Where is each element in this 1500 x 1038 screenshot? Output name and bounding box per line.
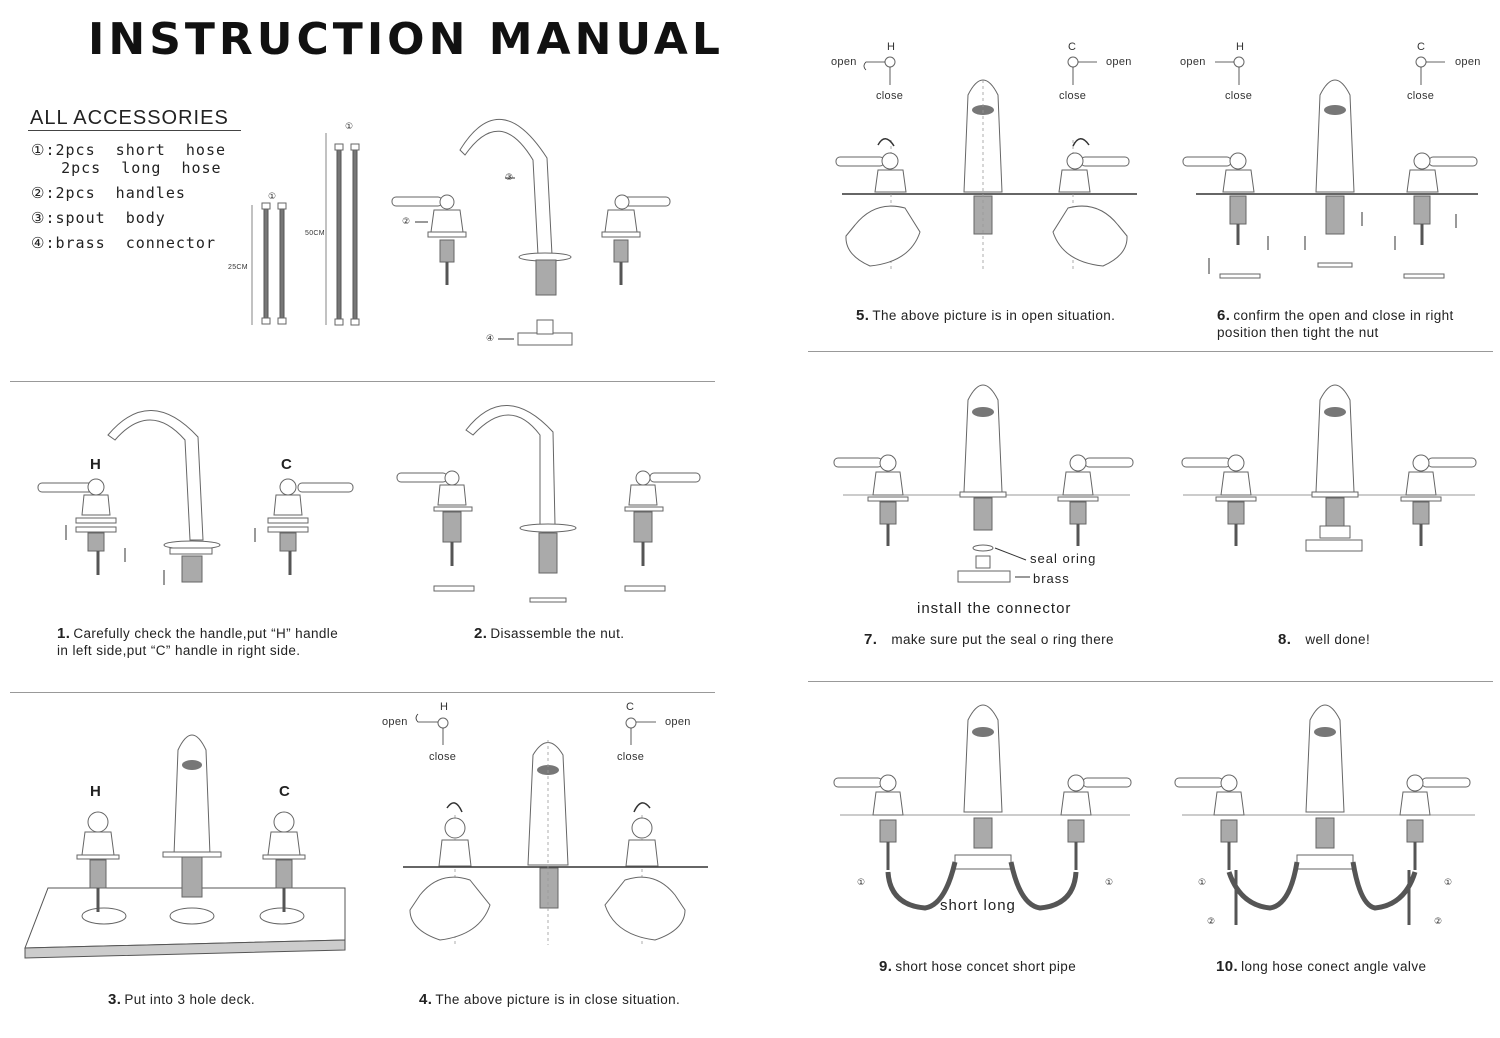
divider-right-2	[808, 681, 1493, 682]
accessories-list: ①:2pcs short hose 2pcs long hose ②:2pcs …	[31, 141, 226, 259]
accessory-item-hose: ①:2pcs short hose 2pcs long hose	[31, 141, 227, 177]
step-6-caption: 6.confirm the open and close in right po…	[1217, 307, 1477, 341]
label-step3-h: H	[90, 783, 101, 800]
label-step10-n1-right: ①	[1444, 877, 1453, 887]
label-step3-c: C	[279, 783, 290, 800]
step-10-number: 10.	[1216, 958, 1239, 975]
step-8-text: well done!	[1305, 632, 1371, 647]
handle-left	[391, 194, 467, 285]
label-brass: brass	[1033, 571, 1070, 586]
step-2-caption: 2.Disassemble the nut.	[474, 625, 624, 642]
label-step10-n2-left: ②	[1207, 916, 1216, 926]
step-6-text: confirm the open and close in right posi…	[1217, 308, 1454, 340]
step-10-caption: 10.long hose conect angle valve	[1216, 958, 1426, 975]
label-step6-c: C	[1417, 41, 1426, 53]
label-spout-num: ③	[505, 172, 514, 182]
step-3-number: 3.	[108, 991, 122, 1008]
spout-body	[459, 119, 553, 256]
label-step1-c: C	[281, 456, 292, 473]
label-step4-h: H	[440, 701, 449, 713]
step-7-number: 7.	[864, 631, 878, 648]
step-5-text: The above picture is in open situation.	[872, 308, 1116, 323]
label-step10-n1-left: ①	[1198, 877, 1207, 887]
label-length-50: 50CM	[305, 230, 325, 237]
accessory-item-spout: ③:spout body	[31, 209, 166, 227]
step-8-caption: 8. well done!	[1278, 631, 1370, 648]
label-step5-h: H	[887, 41, 896, 53]
label-short-long: short long	[940, 897, 1016, 914]
label-step6-h: H	[1236, 41, 1245, 53]
label-step1-h: H	[90, 456, 101, 473]
divider-left-2	[10, 692, 715, 693]
handle-right	[601, 194, 671, 285]
step-3-text: Put into 3 hole deck.	[124, 992, 256, 1007]
label-step9-n1-left: ①	[857, 877, 866, 887]
brass-connector	[498, 319, 573, 346]
label-step5-close-h: close	[876, 90, 904, 102]
label-step9-n1-right: ①	[1105, 877, 1114, 887]
step-4-text: The above picture is in close situation.	[435, 992, 681, 1007]
page-title: INSTRUCTION MANUAL	[88, 14, 724, 65]
step-1-text: Carefully check the handle,put “H” handl…	[57, 626, 339, 658]
step-5-number: 5.	[856, 307, 870, 324]
accessory-item-handles: ②:2pcs handles	[31, 184, 186, 202]
step-4-caption: 4.The above picture is in close situatio…	[419, 991, 680, 1008]
step-9-text: short hose concet short pipe	[895, 959, 1077, 974]
step-9-caption: 9.short hose concet short pipe	[879, 958, 1076, 975]
step-1-number: 1.	[57, 625, 71, 642]
divider-right-1	[808, 351, 1493, 352]
label-step6-open-c: open	[1455, 56, 1481, 68]
label-step5-close-c: close	[1059, 90, 1087, 102]
label-short-hose-num: ①	[268, 191, 277, 201]
label-connector-num: ④	[486, 333, 495, 343]
label-step4-c: C	[626, 701, 635, 713]
step-2-text: Disassemble the nut.	[490, 626, 625, 641]
step-6-number: 6.	[1217, 307, 1231, 324]
step-10-text: long hose conect angle valve	[1241, 959, 1427, 974]
label-step6-close-c: close	[1407, 90, 1435, 102]
divider-left-1	[10, 381, 715, 382]
label-length-25: 25CM	[228, 264, 248, 271]
step-7-text: make sure put the seal o ring there	[891, 632, 1114, 647]
step-5-caption: 5.The above picture is in open situation…	[856, 307, 1115, 324]
step-3-caption: 3.Put into 3 hole deck.	[108, 991, 255, 1008]
accessories-heading: ALL ACCESSORIES	[30, 107, 229, 129]
accessories-underline	[28, 130, 241, 131]
label-step5-open-h: open	[831, 56, 857, 68]
step-8-number: 8.	[1278, 631, 1292, 648]
step-1-caption: 1.Carefully check the handle,put “H” han…	[57, 625, 347, 659]
accessory-item-connector: ④:brass connector	[31, 234, 216, 252]
label-install-connector: install the connector	[917, 600, 1072, 617]
label-step4-open-h: open	[382, 716, 408, 728]
step-7-caption: 7. make sure put the seal o ring there	[864, 631, 1114, 648]
step-4-number: 4.	[419, 991, 433, 1008]
label-step6-open-h: open	[1180, 56, 1206, 68]
label-step4-close-h: close	[429, 751, 457, 763]
label-handle-num: ②	[402, 216, 411, 226]
step-2-number: 2.	[474, 625, 488, 642]
step-9-number: 9.	[879, 958, 893, 975]
label-step6-close-h: close	[1225, 90, 1253, 102]
label-step4-open-c: open	[665, 716, 691, 728]
label-seal-oring: seal oring	[1030, 551, 1097, 566]
label-step4-close-c: close	[617, 751, 645, 763]
label-step5-c: C	[1068, 41, 1077, 53]
label-long-hose-num: ①	[345, 121, 354, 131]
label-step5-open-c: open	[1106, 56, 1132, 68]
label-step10-n2-right: ②	[1434, 916, 1443, 926]
